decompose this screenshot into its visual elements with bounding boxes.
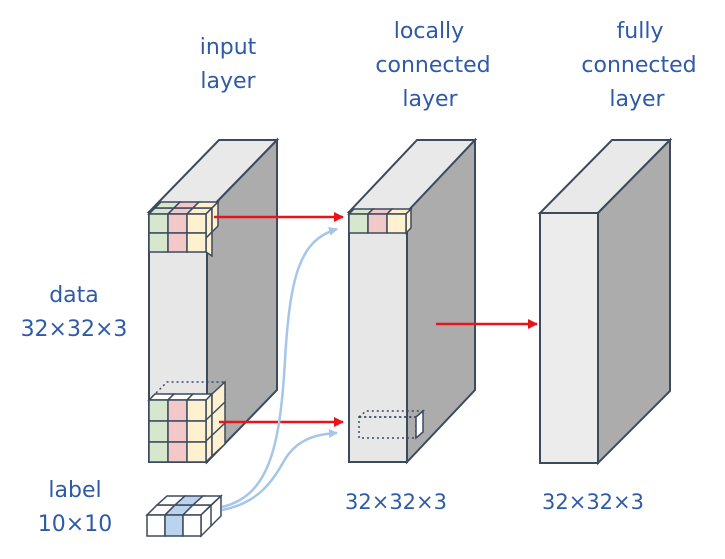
locally-connected-title-line1: locally: [394, 19, 464, 44]
label-label: label: [48, 478, 101, 503]
data-dimensions: 32×32×3: [21, 317, 128, 342]
input-layer-title-line2: layer: [200, 69, 256, 94]
fully-connected-title-line3: layer: [609, 87, 665, 112]
locally-target-bottom: [356, 409, 426, 440]
label-link-to-locally-bottom: [221, 428, 338, 512]
locally-kernel-top: [347, 207, 413, 235]
input-kernel-top: [147, 200, 220, 258]
locally-dimensions: 32×32×3: [345, 490, 447, 514]
fully-connected-box: [537, 137, 673, 466]
label-link-to-locally-top: [221, 226, 338, 509]
locally-connected-title-line3: layer: [402, 87, 458, 112]
fully-connected-title-line2: connected: [581, 53, 696, 78]
label-matrix: [145, 494, 223, 538]
label-dimensions: 10×10: [38, 512, 112, 537]
input-kernel-bottom: [147, 380, 226, 464]
locally-connected-box: [346, 137, 478, 465]
data-label: data: [49, 283, 99, 308]
fully-dimensions: 32×32×3: [542, 490, 644, 514]
fully-connected-title-line1: fully: [617, 19, 664, 44]
locally-connected-title-line2: connected: [375, 53, 490, 78]
input-layer-title-line1: input: [200, 35, 257, 60]
